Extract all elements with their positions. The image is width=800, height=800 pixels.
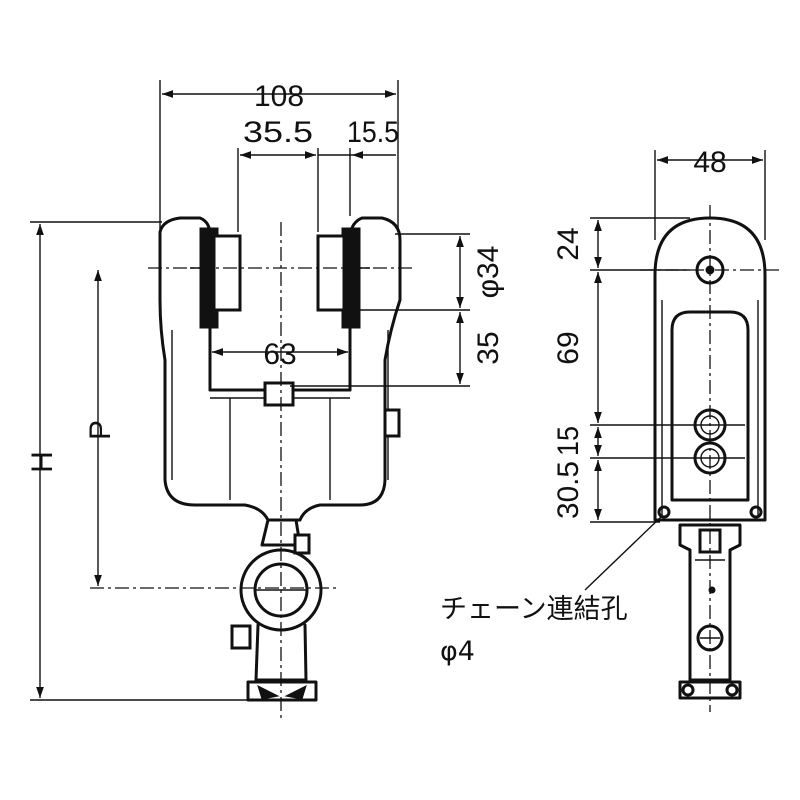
dim-left-offset: 35.5 <box>243 116 313 149</box>
hanger-neck <box>260 518 302 547</box>
side-body-outline <box>653 216 767 522</box>
dim-wheel-diameter: φ34 <box>472 246 505 299</box>
clamp-bolt <box>230 624 252 650</box>
side-view: 48 24 69 15 30.5 チェーン連結孔 φ4 <box>440 146 780 712</box>
side-bolt <box>383 408 401 438</box>
chain-hole-label: チェーン連結孔 <box>440 594 628 625</box>
side-hanger <box>678 523 742 682</box>
dim-height-h: H <box>26 451 59 473</box>
side-inner-window <box>670 310 750 502</box>
dim-side-bottom: 30.5 <box>552 461 585 519</box>
dim-side-top: 24 <box>552 227 585 260</box>
dim-side-body: 69 <box>552 331 585 364</box>
dim-overall-width: 108 <box>254 80 304 113</box>
chain-hole-leader <box>584 515 663 591</box>
left-wheel <box>190 227 242 329</box>
dim-side-width: 48 <box>693 146 726 179</box>
dim-right-offset: 15.5 <box>347 116 399 149</box>
right-wheel <box>316 227 370 329</box>
base-nut <box>246 680 318 702</box>
dim-inner-gap: 63 <box>263 338 296 371</box>
dim-side-holes: 15 <box>552 426 585 456</box>
hanger-pin <box>263 381 295 407</box>
dim-pitch-p: P <box>84 420 117 440</box>
dim-wheel-to-beam: 35 <box>472 331 505 364</box>
front-view: 108 35.5 15.5 63 φ34 35 H P <box>26 80 505 720</box>
chain-hole-size: φ4 <box>440 636 475 667</box>
neck-bolt <box>293 533 311 555</box>
